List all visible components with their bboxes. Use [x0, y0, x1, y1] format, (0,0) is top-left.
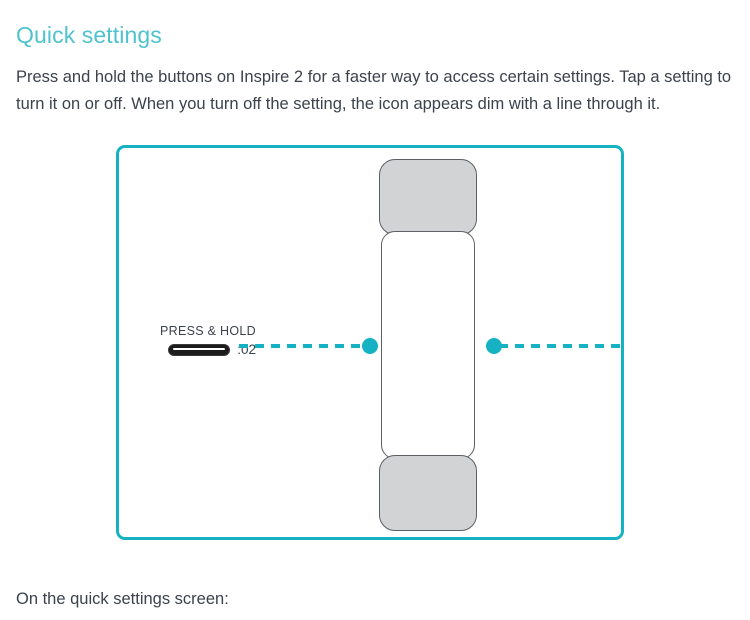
callout-right-dot [486, 338, 502, 354]
press-hold-label: PRESS & HOLD [160, 324, 256, 338]
button-pill-icon [168, 344, 231, 356]
callout-left-dot [362, 338, 378, 354]
page-title: Quick settings [16, 22, 162, 49]
device-band-bottom [379, 455, 477, 531]
device-screen [381, 231, 475, 459]
callout-right-dashed-line [499, 344, 623, 348]
device-diagram-figure: PRESS & HOLD :02 [116, 145, 624, 540]
device-band-top [379, 159, 477, 235]
intro-paragraph: Press and hold the buttons on Inspire 2 … [16, 67, 732, 113]
callout-left-label: PRESS & HOLD :02 [136, 324, 256, 357]
closing-text: On the quick settings screen: [16, 589, 229, 608]
callout-left-dashed-line [239, 344, 367, 348]
press-hold-row: :02 [136, 343, 256, 357]
inspire-2-device [379, 159, 477, 531]
